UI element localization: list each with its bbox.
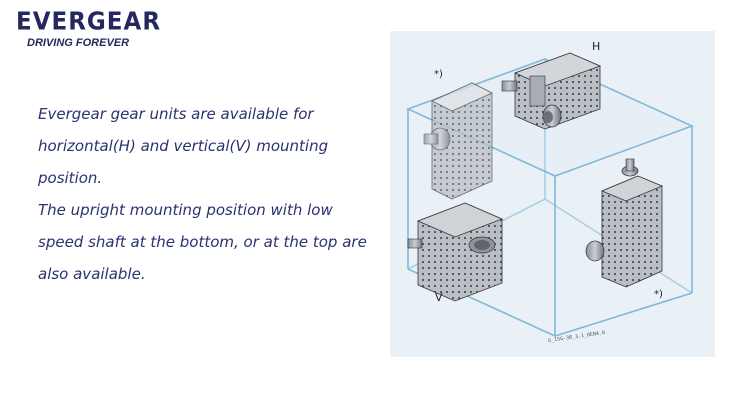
description-text: Evergear gear units are available for ho… [38, 98, 383, 290]
description-line: also available. [38, 265, 146, 283]
gear-unit-h-icon [501, 52, 602, 130]
note-marker-top: *) [434, 69, 443, 80]
brand-logo: EVERGEAR DRIVING FOREVER [16, 7, 162, 49]
gear-unit-v-icon [407, 202, 504, 302]
description-line: Evergear gear units are available for [38, 105, 314, 123]
note-marker-bottom: *) [654, 289, 663, 300]
gear-unit-upright-top-icon [423, 82, 493, 200]
gear-cube-illustration [405, 52, 695, 337]
label-h: H [592, 40, 601, 53]
brand-name: EVERGEAR [16, 7, 162, 37]
mounting-positions-figure: H V *) *) G_1SG-3B_3.1_0EN4.0 [390, 31, 715, 357]
gear-unit-upright-bottom-icon [585, 158, 664, 288]
label-v: V [435, 291, 443, 304]
description-line: position. [38, 169, 103, 187]
description-line: speed shaft at the bottom, or at the top… [38, 233, 367, 251]
brand-tagline: DRIVING FOREVER [27, 37, 130, 49]
description-line: The upright mounting position with low [38, 201, 333, 219]
description-line: horizontal(H) and vertical(V) mounting [38, 137, 329, 155]
